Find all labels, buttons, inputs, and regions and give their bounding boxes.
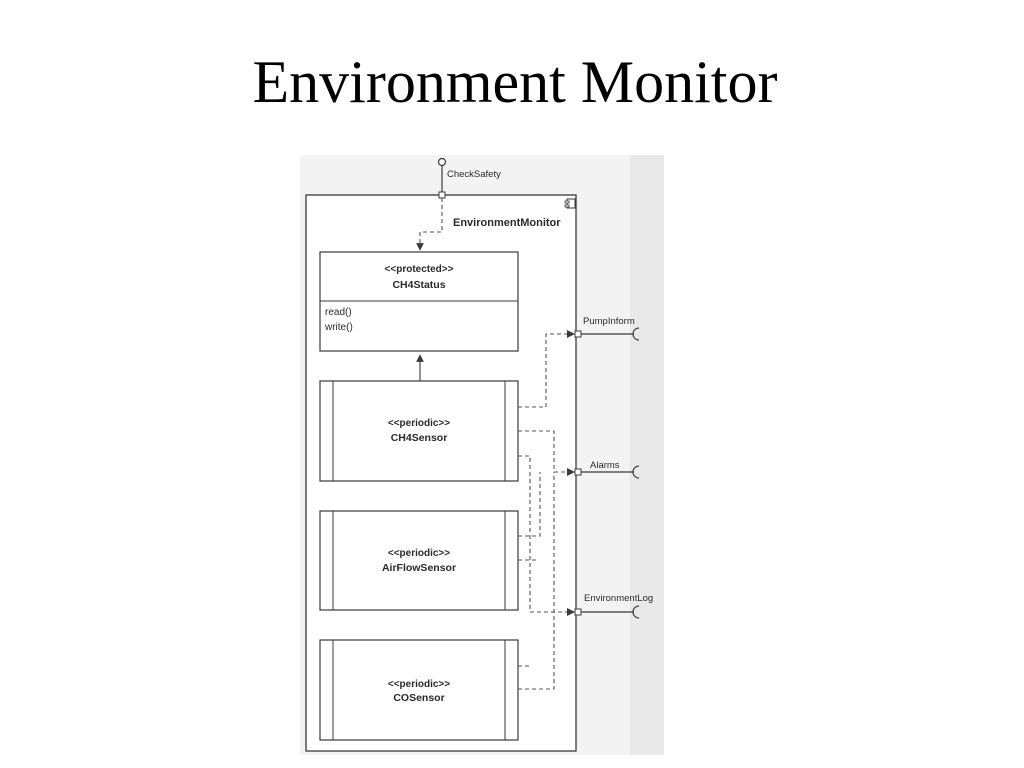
task-name: AirFlowSensor bbox=[382, 562, 456, 574]
slide-title: Environment Monitor bbox=[252, 49, 778, 115]
task-cosensor: <<periodic>> COSensor bbox=[319, 639, 519, 741]
task-stereotype: <<periodic>> bbox=[388, 548, 450, 559]
scan-edge-shadow bbox=[630, 155, 664, 755]
port-arrowheads bbox=[567, 330, 575, 616]
provided-interface-label: CheckSafety bbox=[447, 169, 501, 180]
protected-stereotype: <<protected>> bbox=[385, 264, 454, 275]
task-stereotype: <<periodic>> bbox=[388, 418, 450, 429]
required-interface-alarms: Alarms bbox=[574, 460, 640, 479]
required-interface-environmentlog: EnvironmentLog bbox=[574, 593, 653, 619]
operation-write: write() bbox=[324, 322, 353, 333]
interface-label: Alarms bbox=[590, 460, 620, 471]
task-airflowsensor: <<periodic>> AirFlowSensor bbox=[319, 510, 519, 611]
protected-object: <<protected>> CH4Status read() write() bbox=[319, 251, 519, 352]
task-ch4sensor: <<periodic>> CH4Sensor bbox=[319, 380, 519, 482]
task-name: COSensor bbox=[393, 692, 444, 704]
operation-read: read() bbox=[325, 307, 352, 318]
interface-label: PumpInform bbox=[583, 316, 635, 327]
provided-interface-ball bbox=[437, 157, 447, 167]
protected-name: CH4Status bbox=[392, 279, 445, 291]
provided-port bbox=[438, 191, 446, 199]
component-name: EnvironmentMonitor bbox=[453, 217, 561, 229]
delegation-connector bbox=[416, 198, 443, 251]
component-icon bbox=[564, 198, 576, 209]
task-connectors bbox=[518, 333, 573, 690]
interface-label: EnvironmentLog bbox=[584, 593, 653, 604]
task-name: CH4Sensor bbox=[391, 432, 448, 444]
task-stereotype: <<periodic>> bbox=[388, 679, 450, 690]
required-interface-pumpinform: PumpInform bbox=[574, 316, 640, 341]
